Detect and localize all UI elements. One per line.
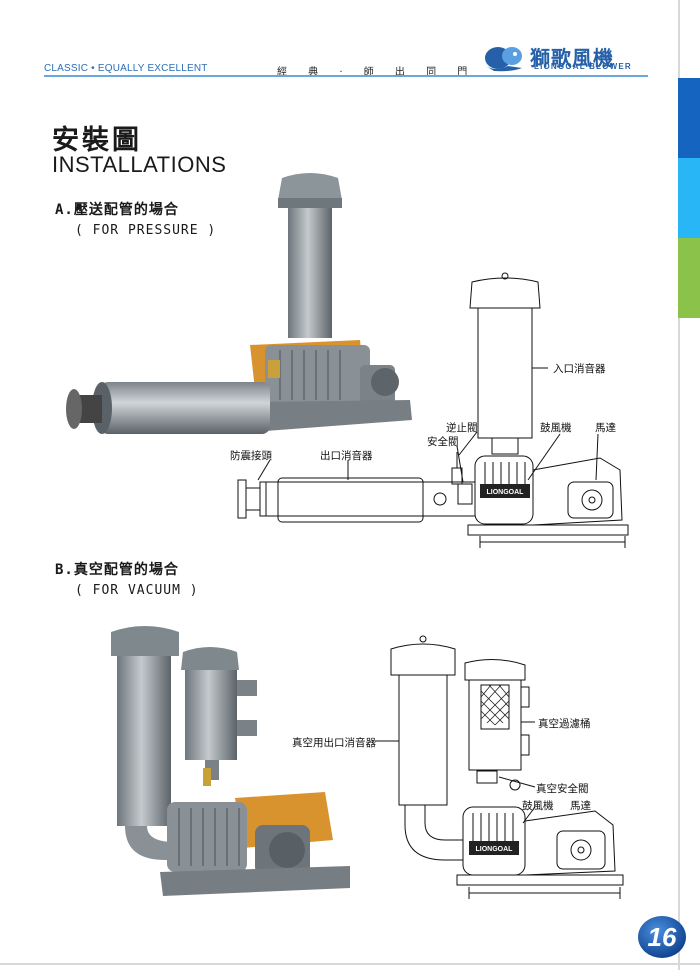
page-number-badge: 16 — [637, 915, 687, 959]
page-edge-bottom — [0, 963, 700, 965]
label-vibration-joint: 防震接頭 — [230, 450, 272, 462]
label-vacuum-filter: 真空過濾桶 — [538, 718, 591, 730]
brand-name-en: LIONGOAL BLOWER — [534, 62, 632, 71]
page-number: 16 — [647, 922, 677, 952]
section-b-heading: B.真空配管的場合 — [55, 562, 179, 578]
label-blower-a: 鼓風機 — [540, 422, 572, 434]
brand-name-cn: 獅歌風機 — [530, 46, 614, 70]
tab-blue — [678, 78, 700, 158]
label-safety-valve: 安全閥 — [427, 436, 459, 448]
lion-logo-icon — [485, 47, 522, 72]
label-motor-b: 馬達 — [570, 800, 591, 812]
label-vacuum-safety-valve: 真空安全閥 — [536, 783, 589, 795]
diagram-a-nameplate: LIONGOAL — [487, 489, 525, 496]
pressure-installation-diagram: LIONGOAL — [237, 272, 629, 548]
page-title-cn: 安裝圖 — [52, 125, 142, 156]
label-motor-a: 馬達 — [595, 422, 616, 434]
vacuum-installation-photo — [111, 626, 350, 896]
section-a-heading: A.壓送配管的場合 — [55, 202, 179, 218]
tab-green — [678, 238, 700, 318]
brand-logo: 獅歌風機 LIONGOAL BLOWER — [482, 42, 652, 74]
page-title-en: INSTALLATIONS — [52, 152, 227, 177]
vacuum-installation-diagram: LIONGOAL — [375, 635, 624, 899]
section-b-subheading: ( FOR VACUUM ) — [75, 583, 199, 598]
label-outlet-silencer: 出口消音器 — [320, 450, 373, 462]
pressure-installation-photo — [66, 173, 412, 434]
header-divider — [44, 75, 648, 77]
header-tagline-en: CLASSIC • EQUALLY EXCELLENT — [44, 63, 208, 74]
section-a-subheading: ( FOR PRESSURE ) — [75, 223, 217, 238]
label-check-valve: 逆止閥 — [446, 422, 478, 434]
label-blower-b: 鼓風機 — [522, 800, 554, 812]
header-tagline-cn: 經 典 · 師 出 同 門 — [277, 67, 477, 78]
label-inlet-silencer: 入口消音器 — [553, 363, 606, 375]
tab-lightblue — [678, 158, 700, 238]
diagram-b-nameplate: LIONGOAL — [476, 846, 514, 853]
label-vacuum-outlet-silencer: 真空用出口消音器 — [292, 737, 376, 749]
page-edge-right — [678, 0, 680, 970]
